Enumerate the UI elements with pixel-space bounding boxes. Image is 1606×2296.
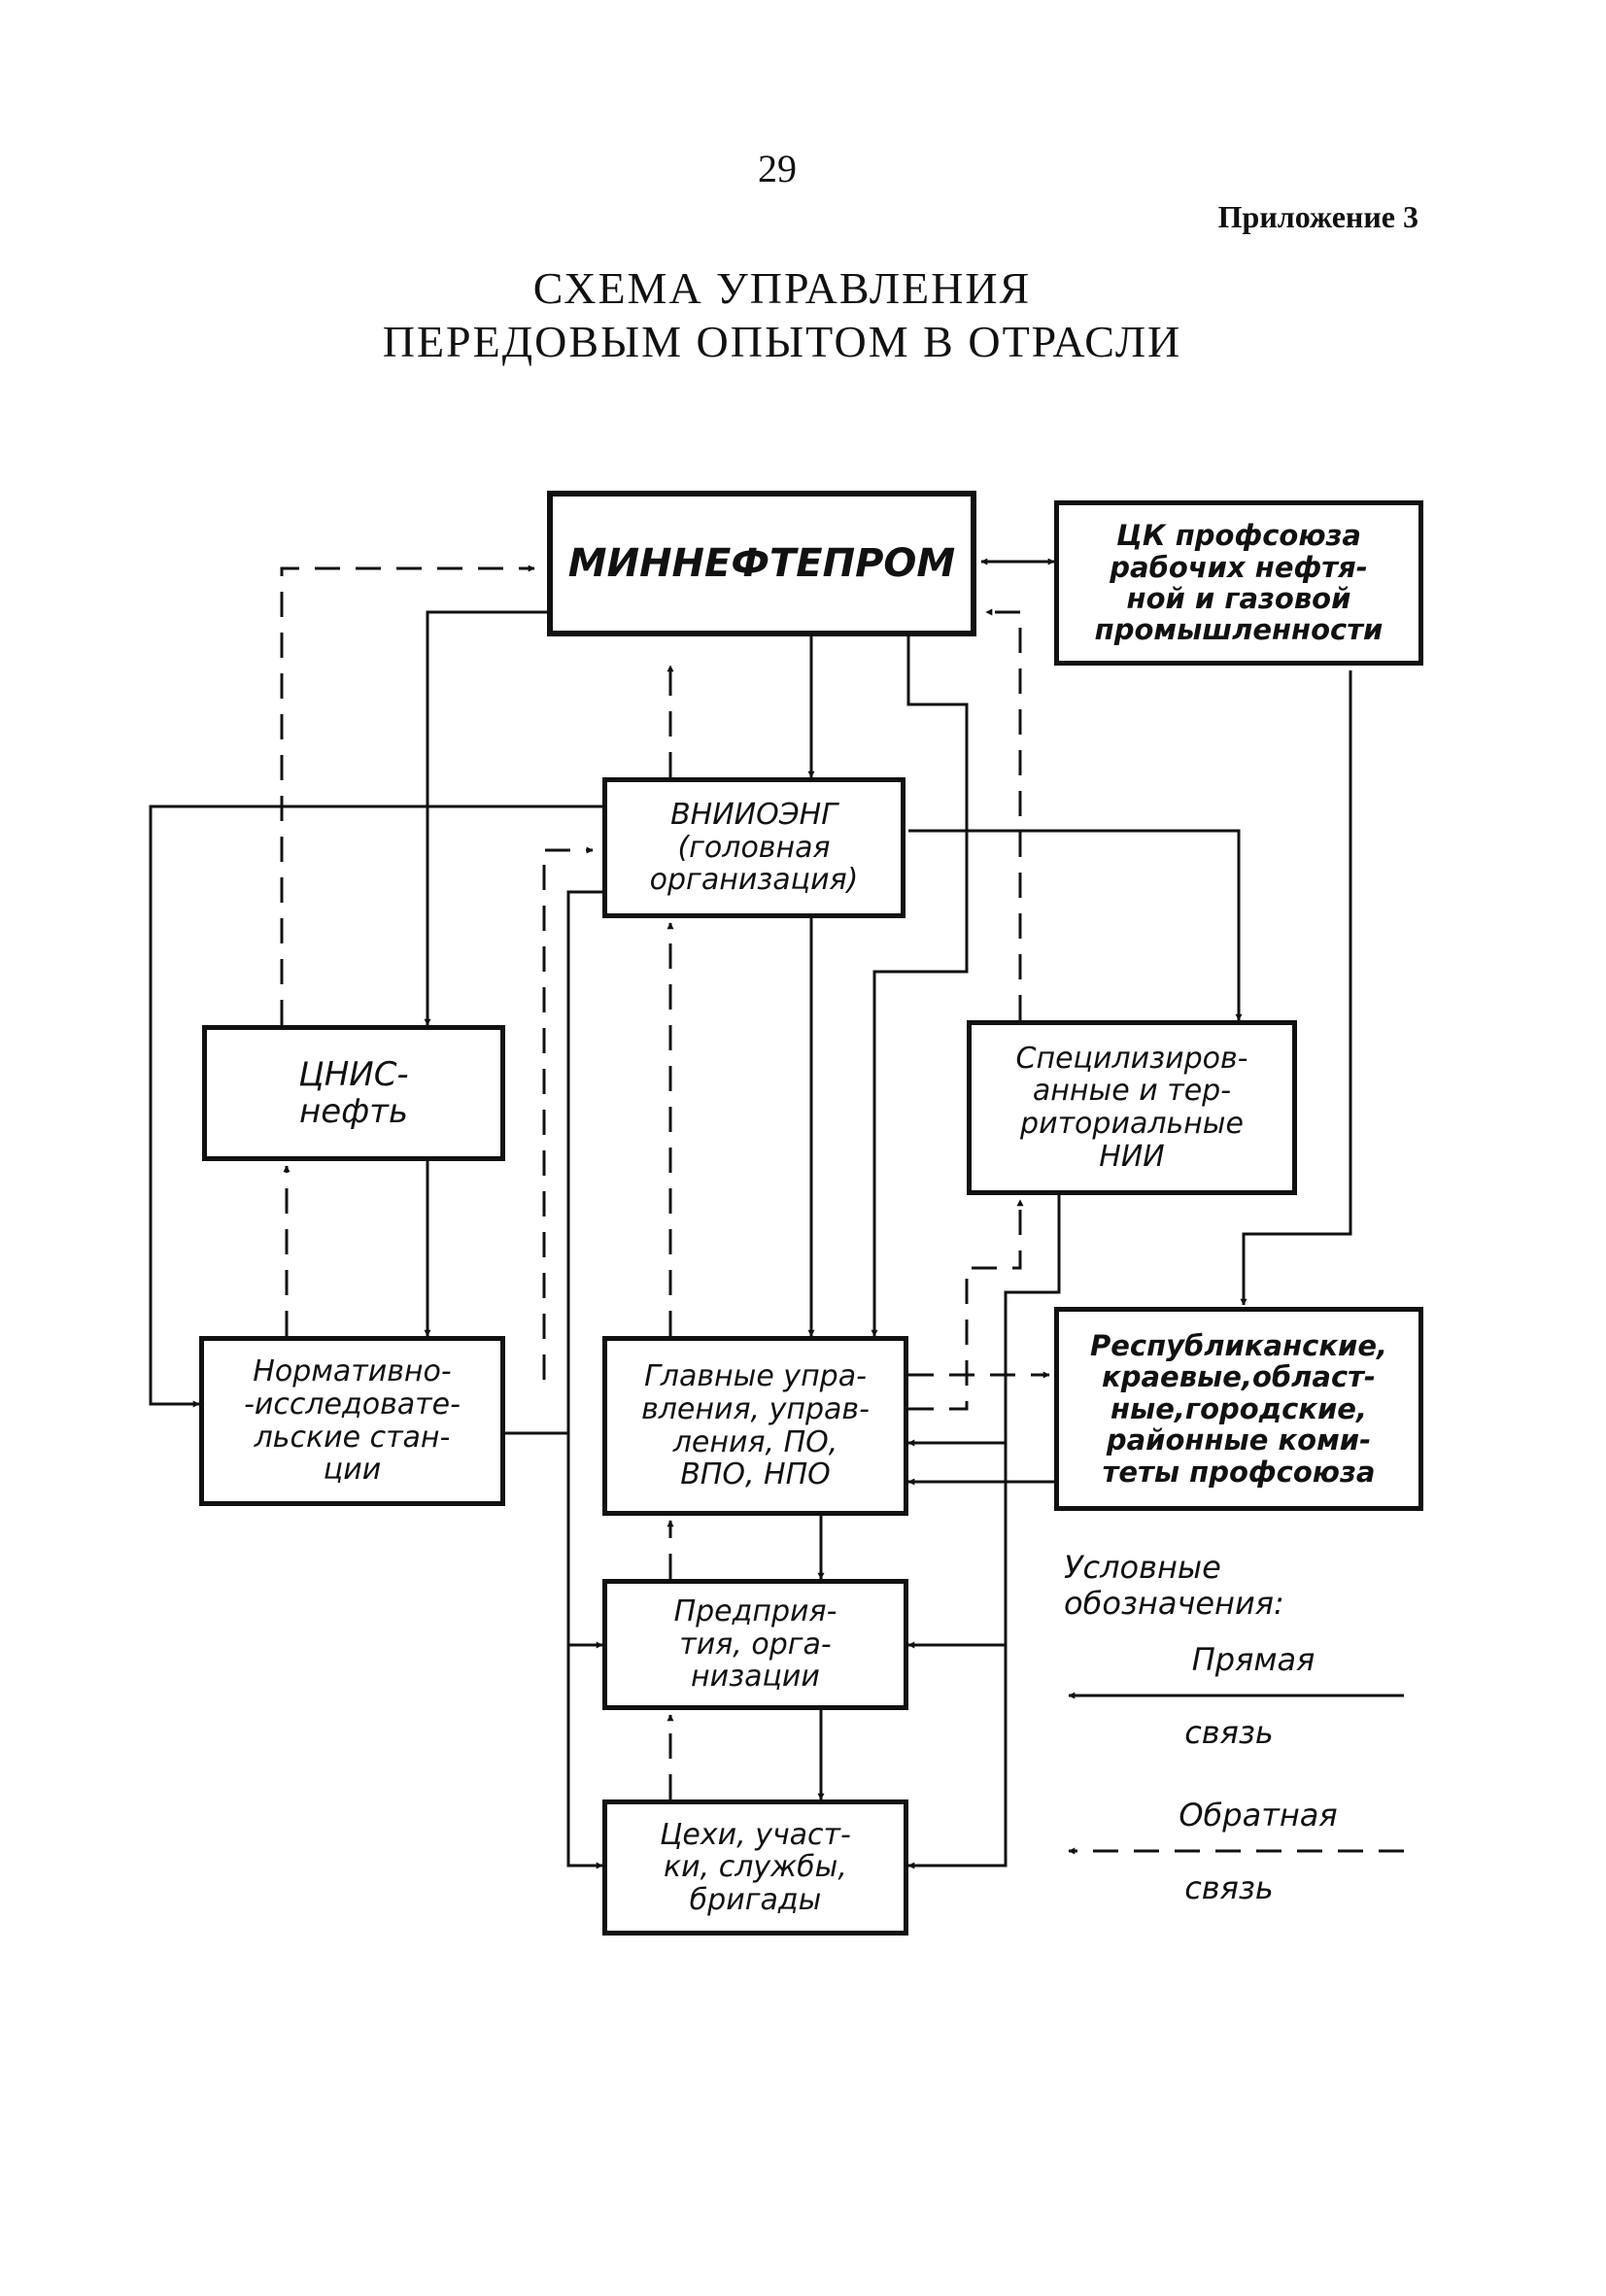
node-tsnis-neft: ЦНИС- нефть [202, 1025, 505, 1161]
node-vniioeng: ВНИИОЭНГ (головная организация) [602, 777, 906, 918]
appendix-label: Приложение 3 [1217, 199, 1418, 234]
legend-feedback-label: Обратная [1179, 1797, 1338, 1833]
feedback-normativ-to-vniioeng [542, 846, 594, 1380]
page-number: 29 [758, 147, 797, 190]
node-tsekhi: Цехи, участ- ки, службы, бригады [602, 1799, 908, 1936]
node-respublik-committees: Республиканские, краевые,област- ные,гор… [1054, 1307, 1423, 1511]
line-vniioeng-bus [566, 890, 603, 1869]
legend-direct-label: Прямая [1191, 1641, 1316, 1678]
legend-direct-sub: связь [1184, 1714, 1274, 1751]
node-predpriyatiya: Предприя- тия, орга- низации [602, 1579, 908, 1710]
diagram-title-line-2: ПЕРЕДОВЫМ ОПЫТОМ В ОТРАСЛИ [382, 317, 1182, 366]
line-minneft-to-tsnis [424, 610, 547, 1026]
diagram-title-line-1: СХЕМА УПРАВЛЕНИЯ [532, 263, 1032, 313]
line-minneft-to-glavnye [871, 636, 969, 1337]
legend-feedback-sub: связь [1184, 1869, 1274, 1906]
line-vniioeng-to-normativ [149, 805, 602, 1408]
node-glavnye-upravleniya: Главные упра- вления, управ- ления, ПО, … [602, 1336, 908, 1516]
node-normativ-stations: Нормативно- -исследовате- льские стан- ц… [199, 1336, 505, 1506]
node-nii: Специлизиров- анные и тер- риториальные … [967, 1020, 1297, 1195]
line-vniioeng-to-nii [908, 829, 1243, 1021]
line-tsk-to-respublik [1240, 670, 1352, 1306]
feedback-tsnis-to-minneft [280, 565, 535, 1025]
feedback-nii-to-minneft [985, 608, 1022, 1020]
legend-title: Условные обозначения: [1064, 1549, 1284, 1622]
line-nii-to-down-bus [907, 1195, 1061, 1869]
node-minneftprom: МИННЕФТЕПРОМ [547, 491, 976, 636]
feedback-glavnye-to-nii [908, 1199, 1024, 1411]
node-tsk-profsoyuz: ЦК профсоюза рабочих нефтя- ной и газово… [1054, 500, 1423, 666]
